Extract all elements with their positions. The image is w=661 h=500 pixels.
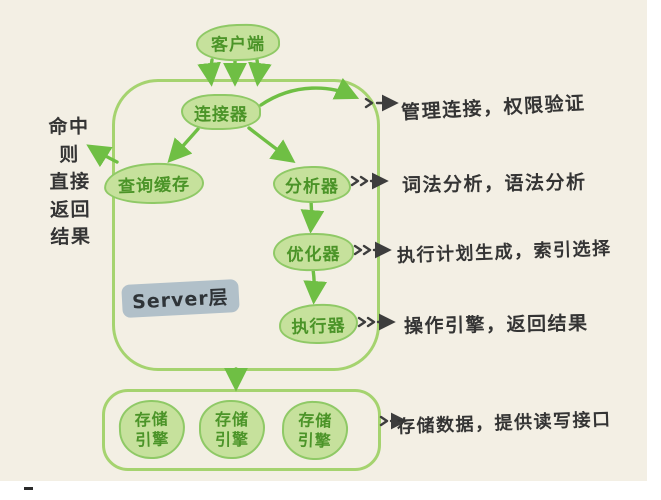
arrow-analyzer-to-optimizer <box>300 199 325 234</box>
node-optimizer: 优化器 <box>272 232 355 272</box>
note-executor: 操作引擎，返回结果 <box>403 312 589 338</box>
note-cache-hit: 命中 则 直接 返回 结果 <box>48 115 92 249</box>
node-client: 客户端 <box>195 23 281 62</box>
arrow-optimizer-to-executor <box>303 267 328 305</box>
note-analyzer: 词法分析，语法分析 <box>401 171 587 197</box>
node-connector: 连接器 <box>181 94 261 130</box>
arrow-note-optimizer <box>353 246 387 254</box>
arrow-connector-to-cache <box>167 127 200 164</box>
arrow-note-connector <box>364 99 394 107</box>
server-layer-label: Server层 <box>121 278 240 319</box>
arrow-client-to-box-3 <box>248 58 272 87</box>
arrow-connector-to-analyzer <box>247 126 296 163</box>
arrow-note-storage <box>379 417 403 425</box>
node-analyzer: 分析器 <box>273 166 351 203</box>
node-storage-engine-2: 存储 引擎 <box>199 400 265 459</box>
arrow-cache-hit-out <box>86 144 119 168</box>
arrow-note-analyzer <box>350 177 384 185</box>
arrow-client-to-box-1 <box>197 58 221 87</box>
diagram-canvas: 客户端 连接器 查询缓存 分析器 优化器 执行器 存储 引擎 存储 引擎 存储 … <box>0 0 647 481</box>
corner-dash-mark <box>24 487 33 490</box>
arrow-connector-swoosh <box>259 77 360 107</box>
arrow-note-executor <box>357 318 391 326</box>
